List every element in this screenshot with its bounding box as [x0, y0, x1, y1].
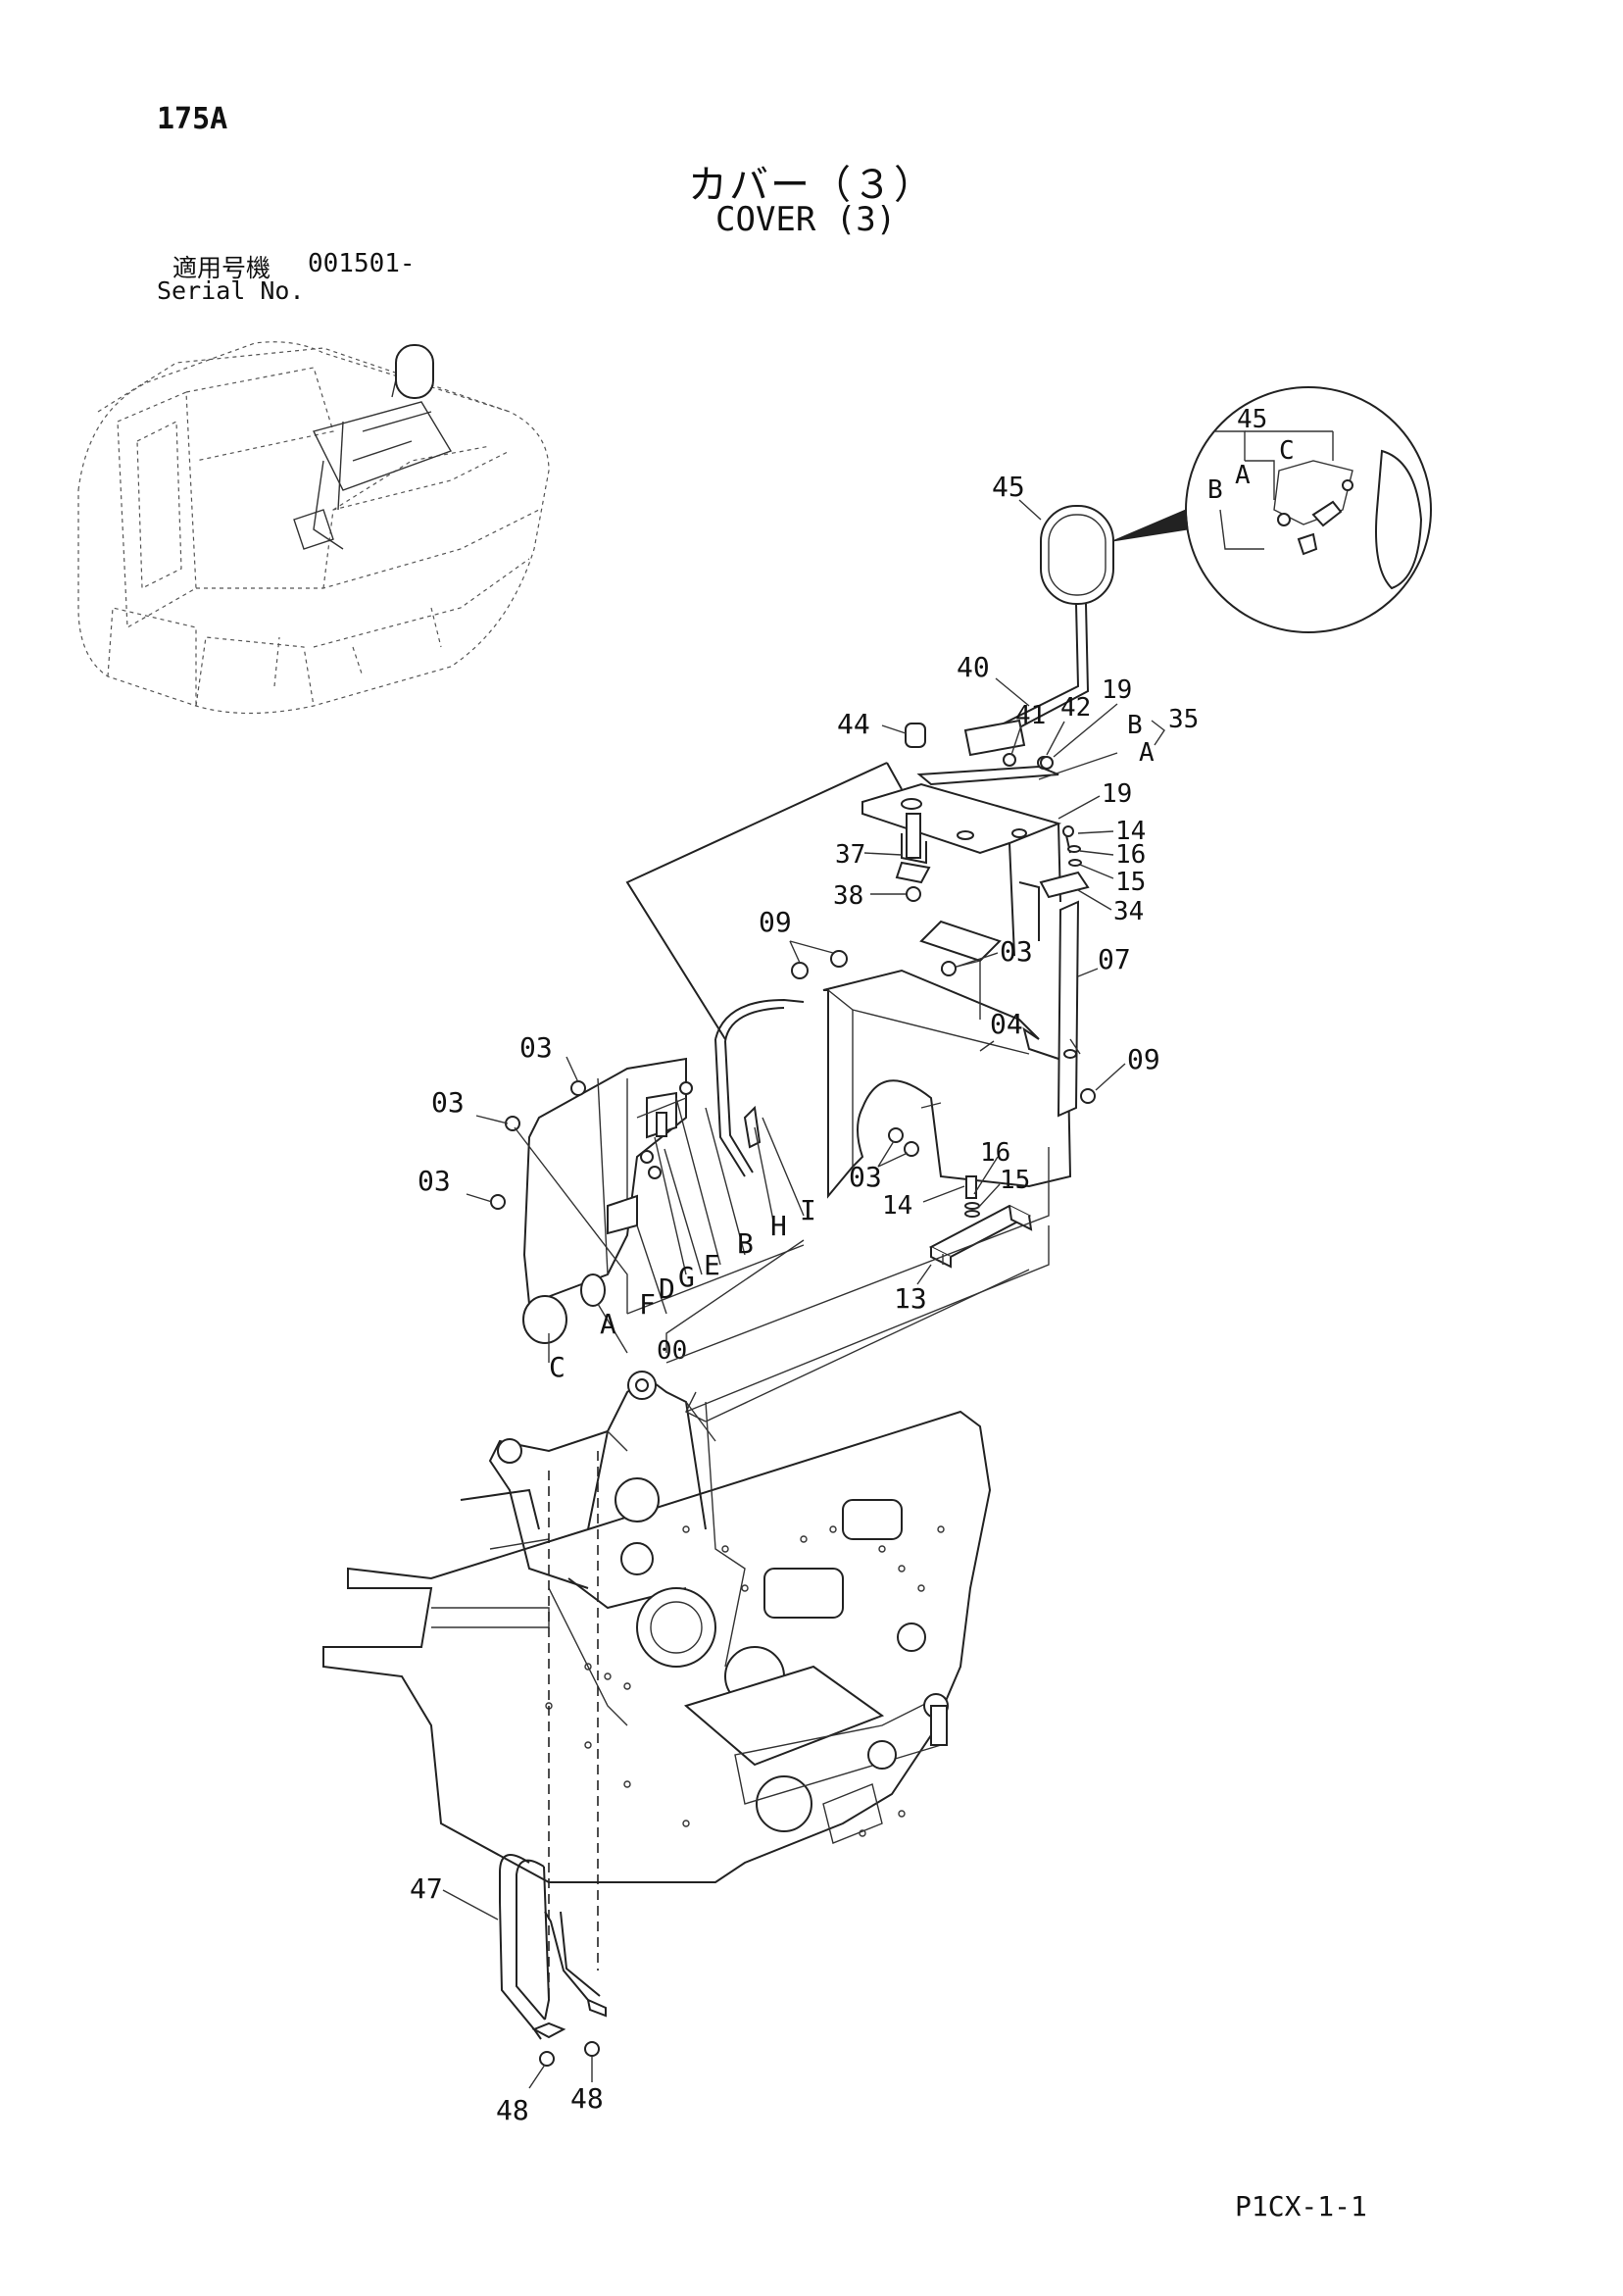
upper-bracket-plate [625, 762, 1062, 1040]
callout-41: 41 [1015, 701, 1046, 730]
detail-letter-B: B [1207, 475, 1223, 505]
page-title-japanese: カバー（３） [688, 163, 935, 208]
callout-03-mid-left: 03 [431, 1086, 465, 1119]
detail-letter-C: C [1279, 436, 1295, 466]
letter-E: E [704, 1249, 720, 1281]
callout-15-top: 15 [1115, 868, 1146, 897]
mirror-assembly [905, 505, 1114, 786]
callout-16-low: 16 [980, 1138, 1010, 1168]
callout-09-top: 09 [759, 906, 792, 938]
ref-letter-A: A [1139, 738, 1155, 768]
letter-F: F [639, 1288, 656, 1321]
callout-14-top: 14 [1115, 817, 1146, 846]
callout-07: 07 [1098, 943, 1131, 975]
callout-34: 34 [1113, 897, 1144, 926]
ref-letter-B: B [1127, 711, 1143, 740]
callout-09-right: 09 [1127, 1043, 1160, 1075]
thumbnail-mirror-highlight [395, 344, 434, 399]
page-title-english: COVER (3) [715, 200, 897, 239]
callout-45: 45 [992, 471, 1025, 503]
callout-42: 42 [1060, 693, 1091, 723]
callout-48-left: 48 [496, 2094, 529, 2126]
letter-H: H [770, 1210, 787, 1242]
letter-C: C [549, 1351, 566, 1383]
upper-frame [322, 1371, 992, 1883]
left-cover-panel [490, 998, 805, 1344]
callout-48-right: 48 [570, 2082, 604, 2115]
callout-40: 40 [957, 651, 990, 683]
letter-D: D [659, 1273, 675, 1305]
serial-number-value: 001501- [308, 249, 416, 278]
callout-38: 38 [833, 881, 863, 911]
callout-19-mid: 19 [1102, 779, 1132, 809]
drawing-reference: P1CX-1-1 [1235, 2190, 1367, 2222]
serial-label-english: Serial No. [157, 276, 305, 305]
handrail-47 [499, 1854, 607, 2067]
callout-03-top: 03 [1000, 935, 1033, 968]
page-code: 175A [157, 102, 228, 136]
callout-37: 37 [835, 840, 865, 870]
callout-14-low: 14 [882, 1191, 912, 1221]
side-panel-07 [1057, 900, 1081, 1118]
callout-45-detail: 45 [1237, 405, 1267, 434]
callout-35: 35 [1168, 705, 1199, 734]
letter-B: B [737, 1227, 754, 1260]
letter-I: I [800, 1194, 816, 1226]
machine-overview-thumbnail [77, 341, 550, 715]
callout-04: 04 [990, 1008, 1023, 1040]
letter-A: A [600, 1308, 616, 1340]
callout-13: 13 [894, 1282, 927, 1315]
callout-03-lower-left: 03 [418, 1165, 451, 1197]
callout-03-mid: 03 [849, 1161, 882, 1193]
mirror-detail-inset [1111, 386, 1432, 633]
callout-15-low: 15 [1000, 1166, 1030, 1195]
letter-G: G [678, 1261, 695, 1293]
serial-label-japanese: 適用号機 [172, 254, 271, 282]
callout-03-upper-left: 03 [519, 1031, 553, 1064]
callout-44: 44 [837, 708, 870, 740]
callout-19-top: 19 [1102, 675, 1132, 705]
callout-16-top: 16 [1115, 840, 1146, 870]
callout-47: 47 [410, 1872, 443, 1905]
detail-letter-A: A [1235, 461, 1251, 490]
